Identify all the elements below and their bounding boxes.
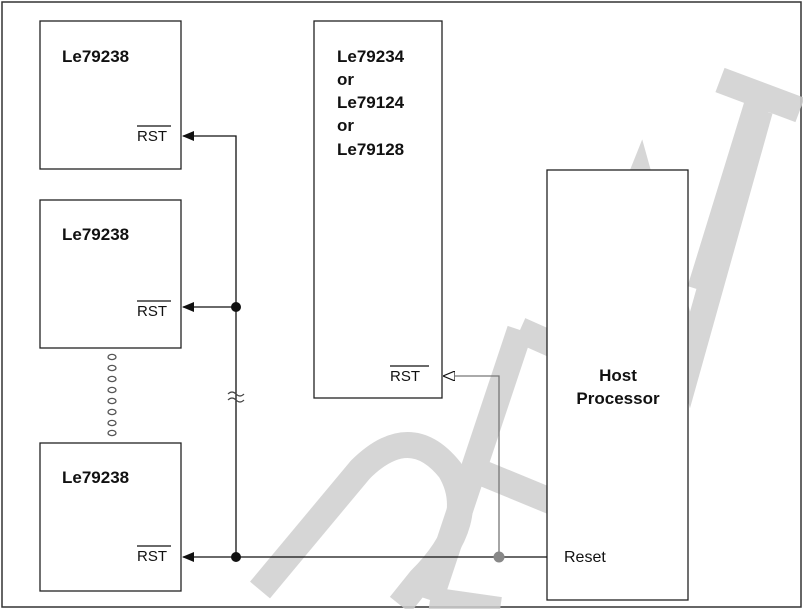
line-break-symbol	[227, 391, 245, 403]
reset-bus-vertical	[182, 131, 237, 557]
device-2-label: Le79238	[62, 225, 129, 244]
junction-dot-bottom	[231, 552, 241, 562]
device-block-3	[39, 442, 182, 592]
codec-label-line-2: or	[337, 70, 354, 89]
host-reset-pin: Reset	[564, 549, 606, 566]
codec-label-line-1: Le79234	[337, 47, 405, 66]
host-label-line-1: Host	[599, 366, 637, 385]
device-block-1	[39, 20, 182, 170]
codec-label-line-5: Le79128	[337, 140, 404, 159]
more-devices-ellipsis	[107, 353, 117, 437]
codec-label-line-3: Le79124	[337, 93, 405, 112]
junction-dot-codec-branch	[493, 551, 505, 563]
host-processor-block	[546, 169, 689, 601]
device-2-rst-pin: RST	[137, 303, 167, 320]
host-label-line-2: Processor	[576, 389, 660, 408]
codec-label-line-4: or	[337, 116, 354, 135]
device-block-2	[39, 199, 182, 349]
device-1-rst-pin: RST	[137, 128, 167, 145]
reset-branch-codec	[444, 376, 500, 557]
device-1-label: Le79238	[62, 47, 129, 66]
junction-dot-device-2	[231, 302, 241, 312]
codec-rst-pin: RST	[390, 368, 420, 385]
device-3-label: Le79238	[62, 468, 129, 487]
codec-block	[313, 20, 443, 399]
device-3-rst-pin: RST	[137, 548, 167, 565]
